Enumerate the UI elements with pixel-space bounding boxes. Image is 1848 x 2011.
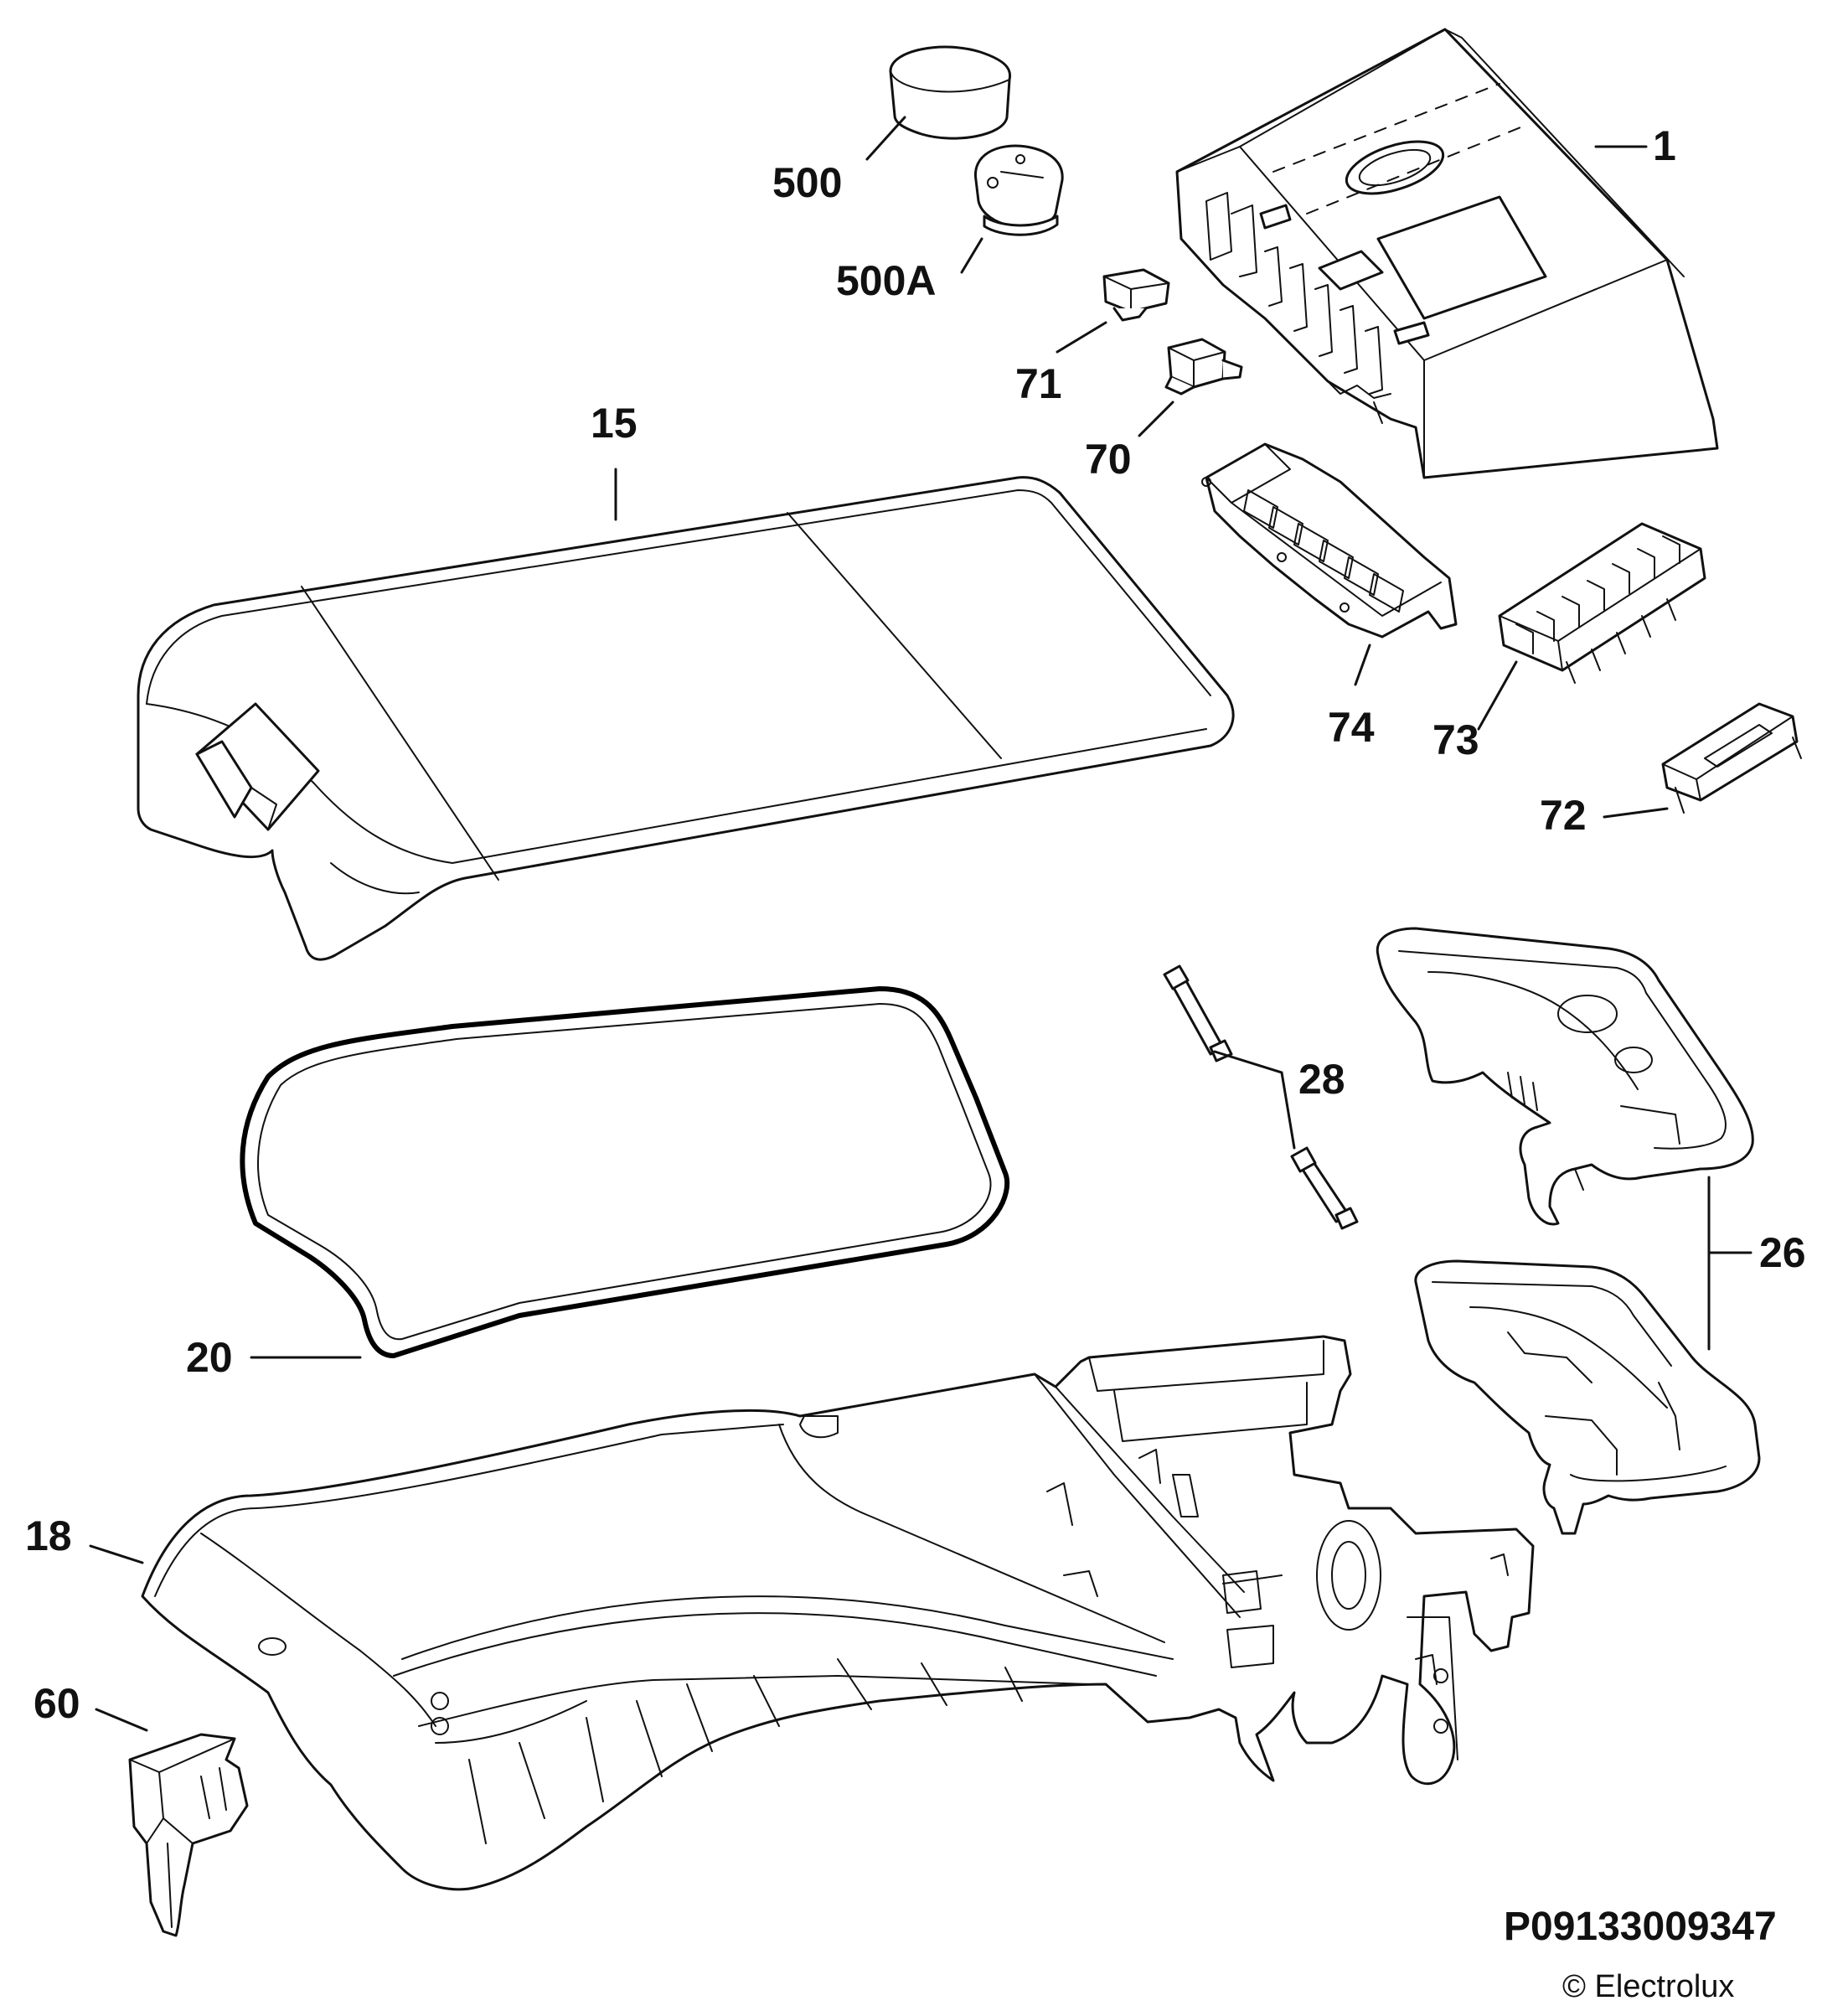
callout-500: 500 bbox=[772, 159, 842, 206]
drawing-code: P09133009347 bbox=[1504, 1905, 1777, 1949]
part-74-switch-holder bbox=[1201, 442, 1458, 638]
callout-70: 70 bbox=[1085, 436, 1132, 483]
callout-15: 15 bbox=[591, 400, 638, 447]
part-500a-knob-body bbox=[974, 144, 1064, 236]
part-70-button bbox=[1164, 338, 1243, 395]
leader-lines bbox=[89, 116, 1753, 1732]
callout-74: 74 bbox=[1328, 704, 1375, 751]
part-28-pins bbox=[1163, 964, 1359, 1230]
part-500-knob-cap bbox=[889, 45, 1012, 140]
part-72-clip bbox=[1661, 702, 1802, 814]
callout-18: 18 bbox=[25, 1512, 72, 1559]
part-15-lid bbox=[137, 476, 1235, 961]
callout-26: 26 bbox=[1759, 1229, 1806, 1276]
part-1-control-panel bbox=[1175, 28, 1719, 479]
copyright-notice: © Electrolux bbox=[1562, 1969, 1734, 2004]
callout-20: 20 bbox=[186, 1334, 233, 1381]
part-26-handle-upper bbox=[1376, 927, 1754, 1226]
callout-60: 60 bbox=[34, 1680, 80, 1727]
callout-1: 1 bbox=[1653, 122, 1676, 169]
callout-28: 28 bbox=[1298, 1056, 1345, 1103]
callout-72: 72 bbox=[1540, 792, 1587, 839]
part-20-gasket bbox=[240, 986, 1010, 1358]
callout-71: 71 bbox=[1015, 360, 1062, 407]
part-18-top-frame bbox=[141, 1335, 1535, 1891]
callout-73: 73 bbox=[1432, 716, 1479, 763]
part-60-latch bbox=[128, 1733, 249, 1937]
part-71-button bbox=[1102, 268, 1170, 322]
part-26-handle-lower bbox=[1414, 1259, 1761, 1535]
part-callouts: 1 15 18 20 26 28 60 70 71 72 73 74 500 5… bbox=[25, 122, 1806, 1727]
callout-500a: 500A bbox=[836, 257, 937, 304]
part-73-connector-block bbox=[1498, 522, 1706, 684]
